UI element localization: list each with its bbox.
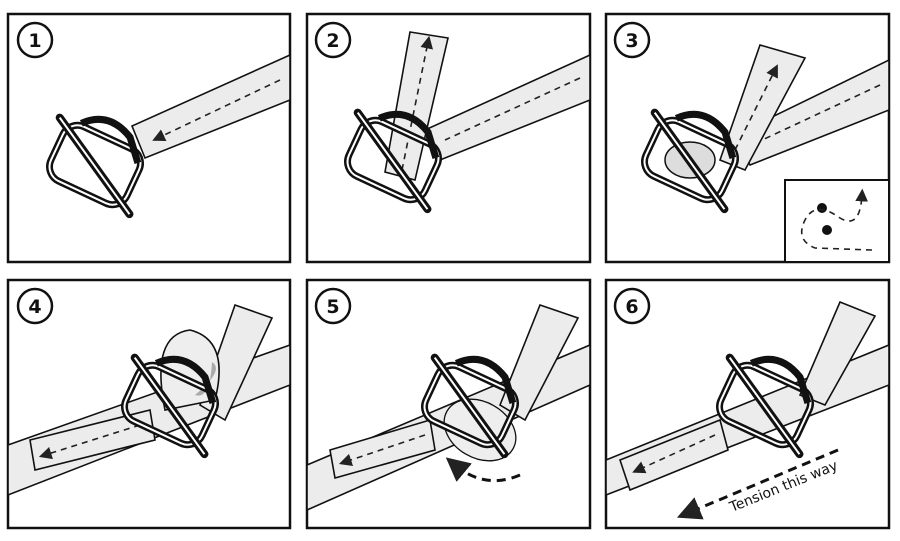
step-2-panel: 2: [305, 12, 592, 264]
arrow-icon: [632, 434, 716, 474]
strap-dashes: [444, 77, 581, 141]
step-4-panel: 4: [6, 278, 292, 530]
step-number: 2: [326, 30, 339, 52]
strap: [130, 53, 291, 160]
arrow-icon: [734, 64, 778, 151]
arrow-icon: [338, 434, 426, 467]
step-number: 4: [28, 296, 41, 318]
arrow-icon: [152, 79, 281, 142]
step-number: 6: [625, 296, 638, 318]
threading-inset: [784, 179, 890, 263]
step-number: 5: [326, 296, 339, 318]
step-number: 1: [28, 30, 41, 52]
step-5-panel: 5: [305, 278, 592, 530]
arrow-icon: [38, 424, 141, 460]
step-3-panel: 3: [604, 12, 891, 264]
step-number: 3: [625, 30, 638, 52]
rotate-arrow-icon: [445, 457, 521, 483]
step-1-panel: 1: [6, 12, 292, 264]
tension-arrow-icon: [676, 448, 839, 520]
step-6-panel: Tension this way 6: [604, 278, 891, 530]
